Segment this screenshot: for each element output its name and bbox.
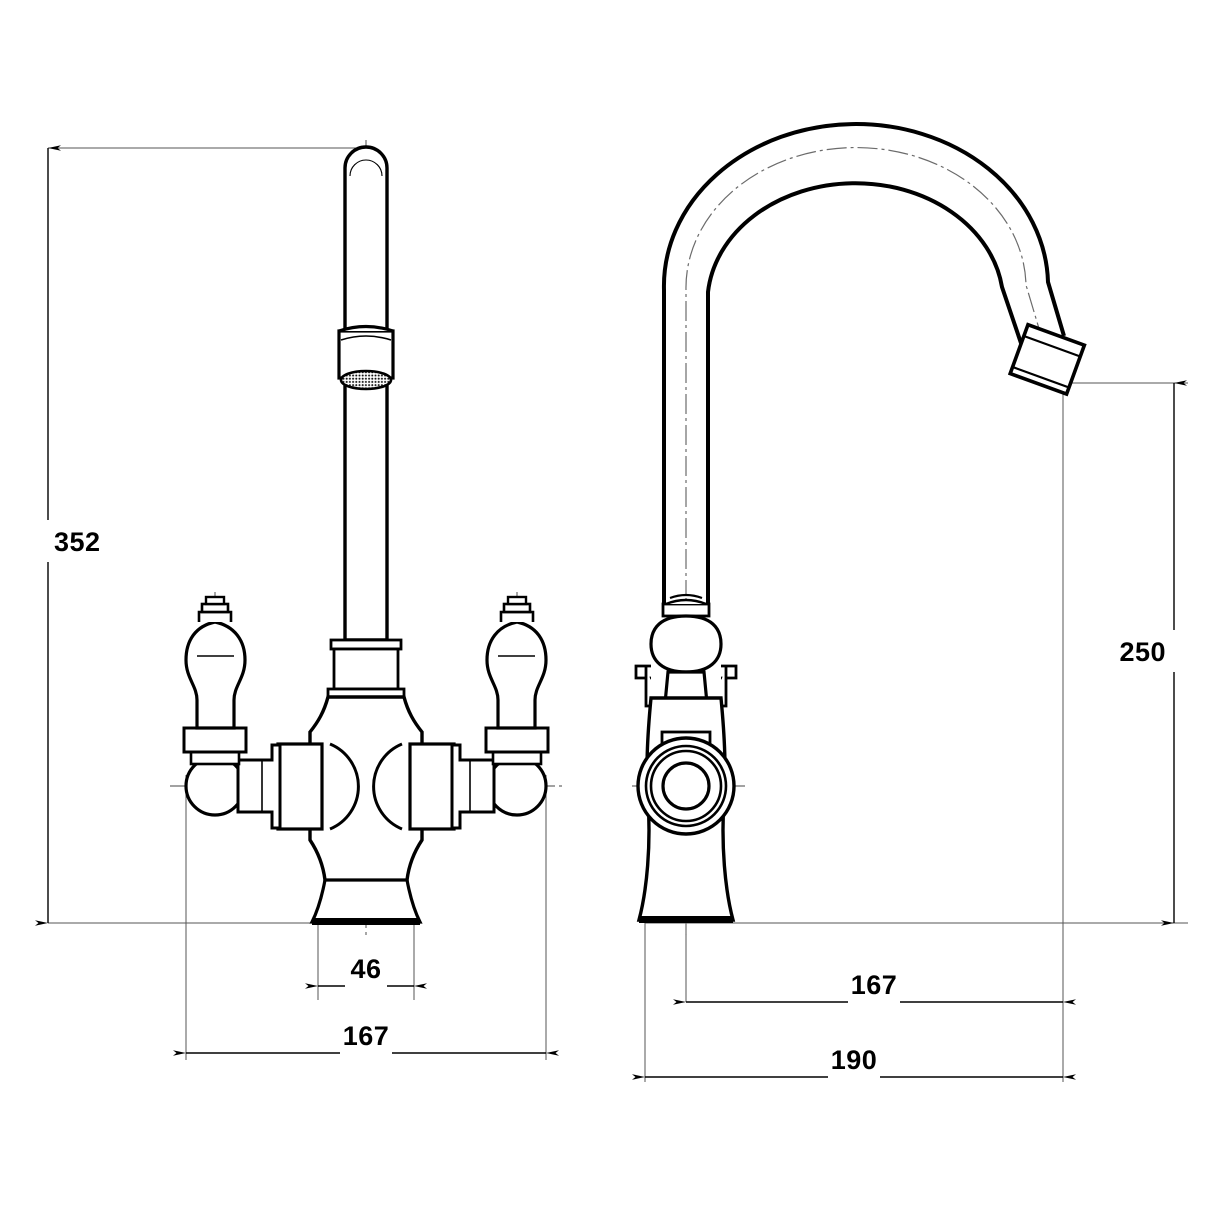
- front-handle-left: [182, 595, 282, 830]
- dimension-167-side-label: 167: [851, 970, 898, 1000]
- dimension-46-label: 46: [350, 954, 381, 984]
- front-pedestal-base: [309, 878, 423, 925]
- side-spout-outlet: [1007, 322, 1087, 397]
- front-elevation-view: [170, 140, 562, 935]
- dimension-190-label: 190: [831, 1045, 878, 1075]
- extension-lines: [48, 147, 1188, 1082]
- front-base-plate: [312, 918, 420, 925]
- side-body-shell: [636, 696, 736, 922]
- front-body-flange: [326, 638, 406, 699]
- dimension-167-side: 167: [673, 970, 1076, 1005]
- side-gooseneck-spout: [661, 121, 1066, 612]
- dimension-190: 190: [632, 1045, 1076, 1080]
- side-rosette-hub: [661, 761, 711, 811]
- dimension-352: 352: [35, 145, 101, 926]
- front-main-body: [264, 695, 468, 920]
- side-elevation-view: [632, 121, 1087, 935]
- aerator-mesh-icon: [339, 369, 393, 391]
- side-base-plate: [639, 916, 733, 923]
- front-handle-right: [450, 595, 550, 830]
- dimension-46: 46: [305, 954, 427, 989]
- dimension-167-front-label: 167: [343, 1021, 390, 1051]
- dimension-352-label: 352: [54, 527, 101, 557]
- dimension-250-label: 250: [1119, 637, 1166, 667]
- dimension-250: 250: [1119, 380, 1187, 926]
- front-spout-tube: [343, 145, 389, 642]
- front-aerator-collar: [337, 324, 395, 391]
- dimension-167-front: 167: [173, 1021, 559, 1056]
